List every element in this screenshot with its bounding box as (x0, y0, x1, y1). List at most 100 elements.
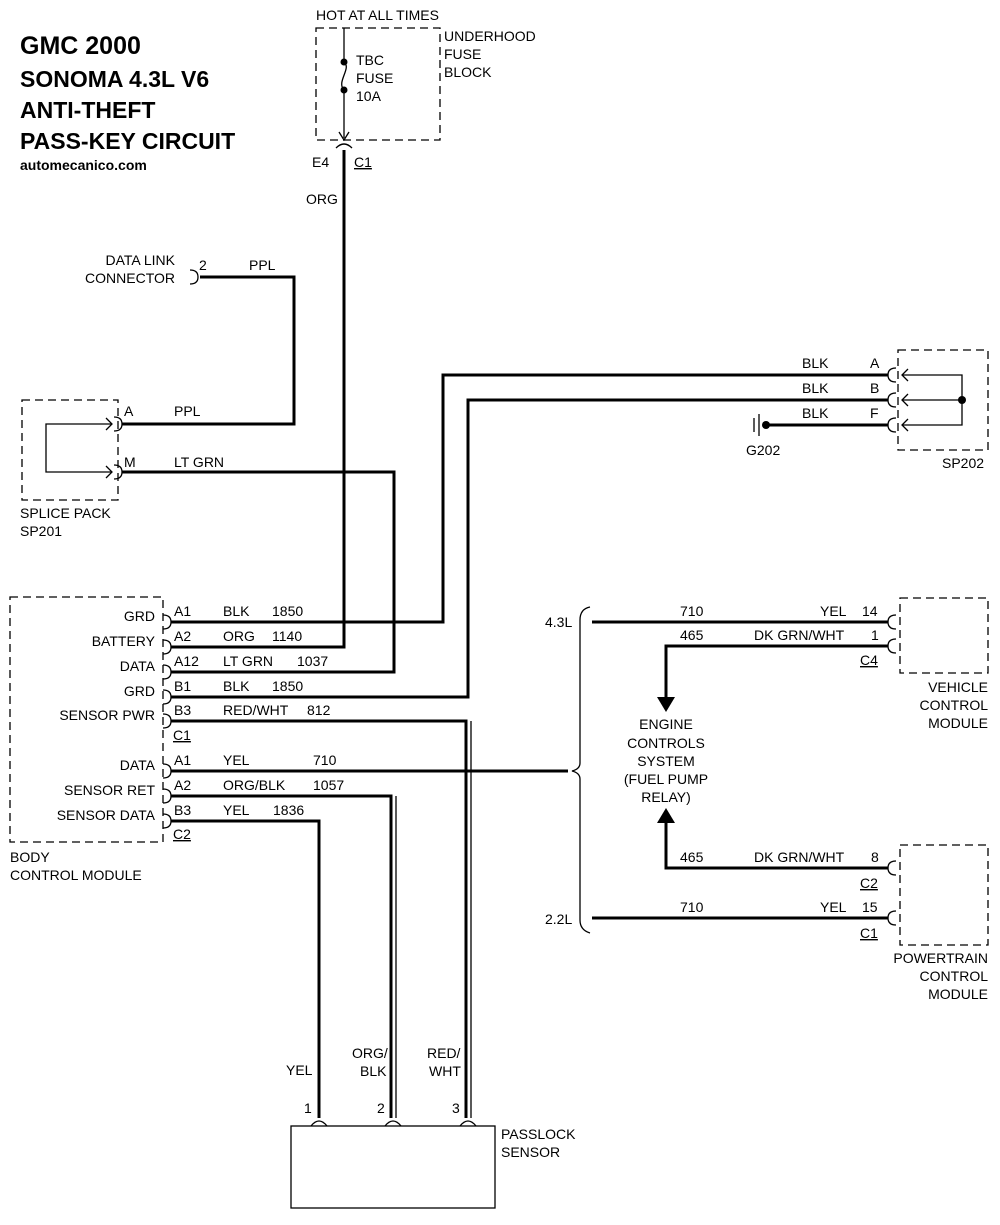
title-site: automecanico.com (20, 157, 147, 173)
bcm-connector-c1: C1 (173, 727, 191, 743)
engine-variant-brace (571, 606, 591, 934)
pcm-name-3: MODULE (928, 986, 988, 1002)
wire-lt-grn-data (122, 470, 396, 674)
ground-g202: G202 (746, 414, 780, 458)
pcm-circuit-465: 465 (680, 849, 704, 865)
bcm-func-label: DATA (120, 658, 156, 674)
engine-system-3: SYSTEM (637, 753, 695, 769)
bcm-pin-symbol (162, 614, 172, 630)
pcm-connector-c2: C2 (860, 875, 878, 891)
bcm-func-label: DATA (120, 757, 156, 773)
sp202-pin-a-symbol (887, 367, 897, 383)
sp201-pin-m: M (124, 454, 136, 470)
passlock-body (290, 1125, 496, 1209)
passlock-pin-1: 1 (304, 1100, 312, 1116)
bcm-pin-label: A2 (174, 628, 191, 644)
bcm-pin-label: B1 (174, 678, 191, 694)
bcm-pin-symbol (162, 788, 172, 804)
passlock-wire-orgblk-2: BLK (360, 1063, 387, 1079)
bcm-pin-symbol (162, 813, 172, 829)
dlc-name-1: DATA LINK (105, 252, 175, 268)
bcm-outline (9, 596, 164, 843)
engine-system-4: (FUEL PUMP (624, 771, 708, 787)
pcm-name-2: CONTROL (920, 968, 989, 984)
vcm-color-dkgrn: DK GRN/WHT (754, 627, 845, 643)
sp201-pin-a: A (124, 403, 134, 419)
sp202-pin-a: A (870, 355, 880, 371)
bcm-pin-symbol (162, 639, 172, 655)
vehicle-control-module: 710 YEL 14 465 DK GRN/WHT 1 C4 VEHICLE C… (680, 597, 989, 731)
data-link-connector: DATA LINK CONNECTOR 2 PPL (85, 252, 276, 286)
sp202-pin-b-symbol (887, 392, 897, 408)
passlock-pin-2: 2 (377, 1100, 385, 1116)
sp201-arrow-a (105, 417, 113, 431)
engine-system-2: CONTROLS (627, 735, 705, 751)
vcm-pin-1-symbol (887, 638, 897, 654)
bcm-func-label: SENSOR RET (64, 782, 155, 798)
pcm-pin-8-symbol (887, 860, 897, 876)
vcm-name-2: CONTROL (920, 697, 989, 713)
bcm-connector-c2: C2 (173, 826, 191, 842)
vcm-color-yel: YEL (820, 603, 847, 619)
vcm-name-3: MODULE (928, 715, 988, 731)
bcm-wire-color: ORG/BLK (223, 777, 286, 793)
bcm-wire-color: RED/WHT (223, 702, 289, 718)
pcm-connector-c1: C1 (860, 925, 878, 941)
engine-system-5: RELAY) (641, 789, 691, 805)
bcm-pin-label: A12 (174, 653, 199, 669)
wires (122, 150, 888, 1118)
passlock-name-1: PASSLOCK (501, 1126, 576, 1142)
passlock-sensor: 1 2 3 YEL ORG/ BLK RED/ WHT PASSLOCK SEN… (286, 1045, 576, 1209)
sp201-wire-m: LT GRN (174, 454, 224, 470)
sp201-name-2: SP201 (20, 523, 62, 539)
vcm-name-1: VEHICLE (928, 679, 988, 695)
bcm-func-label: GRD (124, 608, 155, 624)
sp202-wire-b: BLK (802, 380, 829, 396)
fuse-rating: 10A (356, 88, 382, 104)
arrow-up-icon (657, 808, 675, 823)
passlock-wire-redwht-2: WHT (429, 1063, 461, 1079)
wire-org-blk-sensor-ret (171, 794, 393, 1118)
engine-system-1: ENGINE (639, 716, 693, 732)
passlock-wire-yel: YEL (286, 1062, 313, 1078)
bcm-circuit-number: 1057 (313, 777, 344, 793)
vcm-circuit-710: 710 (680, 603, 704, 619)
wire-red-wht-sensor-pwr (171, 719, 468, 1118)
splice-pack-sp201: A PPL M LT GRN SPLICE PACK SP201 (20, 399, 224, 539)
bcm-circuit-number: 1850 (272, 678, 303, 694)
sp202-wire-a: BLK (802, 355, 829, 371)
wire-blk-grd-b (171, 398, 888, 699)
title-line-3: ANTI-THEFT (20, 97, 155, 123)
dlc-wire: PPL (249, 257, 276, 273)
sp202-arrow-a (901, 368, 909, 382)
bcm-wire-color: BLK (223, 678, 250, 694)
pcm-outline (899, 844, 989, 946)
fuse-block-outline (315, 27, 441, 141)
bcm-pin-symbol (162, 689, 172, 705)
vcm-pin-14-symbol (887, 614, 897, 630)
pcm-circuit-710: 710 (680, 899, 704, 915)
vcm-outline (899, 597, 989, 674)
sp202-arrow-f (901, 418, 909, 432)
bcm-func-label: SENSOR DATA (57, 807, 156, 823)
bcm-name-2: CONTROL MODULE (10, 867, 142, 883)
label-4-3l: 4.3L (545, 614, 572, 630)
label-2-2l: 2.2L (545, 911, 572, 927)
powertrain-control-module: 465 DK GRN/WHT 8 C2 710 YEL 15 C1 POWERT… (680, 844, 989, 1002)
sp201-arrow-m (105, 465, 113, 479)
connector-c1-symbol (335, 143, 353, 149)
wire-org-battery (171, 150, 346, 649)
sp201-internal-bus (45, 423, 112, 473)
engine-side: 4.3L 2.2L ENGINE CONTROLS SYSTEM (FUEL P… (545, 606, 888, 934)
vcm-pin-14: 14 (862, 603, 878, 619)
dlc-pin: 2 (199, 257, 207, 273)
wire-465-pcm (664, 822, 888, 870)
fuse-block-name-3: BLOCK (444, 64, 492, 80)
sp202-splice-dot (958, 396, 966, 404)
ground-icon (762, 421, 770, 429)
fuse-name: TBC (356, 52, 384, 68)
bcm-wire-color: ORG (223, 628, 255, 644)
fuse-pin-e4: E4 (312, 154, 329, 170)
bcm-func-label: GRD (124, 683, 155, 699)
vcm-connector-c4: C4 (860, 652, 878, 668)
